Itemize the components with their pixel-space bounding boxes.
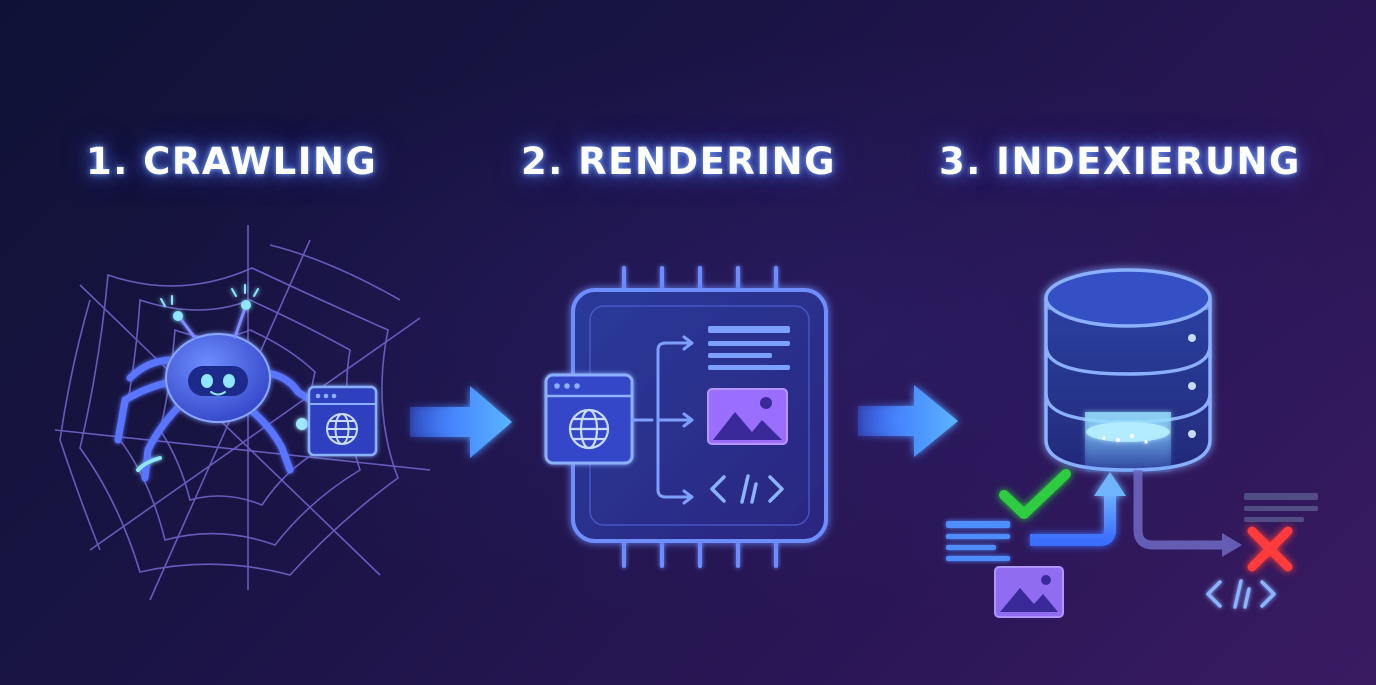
text-lines-icon bbox=[1244, 493, 1318, 522]
branch-arrows bbox=[630, 335, 694, 505]
spider-body bbox=[114, 284, 322, 482]
spider-robot-icon bbox=[54, 225, 431, 601]
database-icon bbox=[946, 268, 1318, 618]
reject-arrow bbox=[1133, 470, 1242, 557]
step-title-rendering: 2. RENDERING bbox=[521, 140, 836, 183]
globe-icon bbox=[326, 413, 358, 445]
arrow-up-icon bbox=[1030, 472, 1126, 546]
checkmark-icon bbox=[999, 469, 1071, 519]
reject-x-icon bbox=[1247, 526, 1293, 572]
arrow-right-icon bbox=[858, 385, 958, 457]
browser-window-icon bbox=[307, 385, 378, 457]
step-title-crawling: 1. CRAWLING bbox=[86, 140, 378, 183]
code-icon bbox=[710, 474, 784, 504]
step-title-indexierung: 3. INDEXIERUNG bbox=[939, 140, 1301, 183]
arrow-right-icon bbox=[410, 386, 512, 458]
text-lines-icon bbox=[708, 326, 790, 370]
image-icon bbox=[994, 566, 1064, 618]
browser-window-icon bbox=[544, 373, 634, 465]
text-lines-icon bbox=[946, 521, 1010, 561]
globe-icon bbox=[568, 408, 610, 450]
ingest-beam bbox=[1085, 412, 1171, 472]
image-icon bbox=[707, 388, 788, 445]
render-chip-icon bbox=[544, 266, 828, 568]
code-icon bbox=[1206, 579, 1276, 609]
